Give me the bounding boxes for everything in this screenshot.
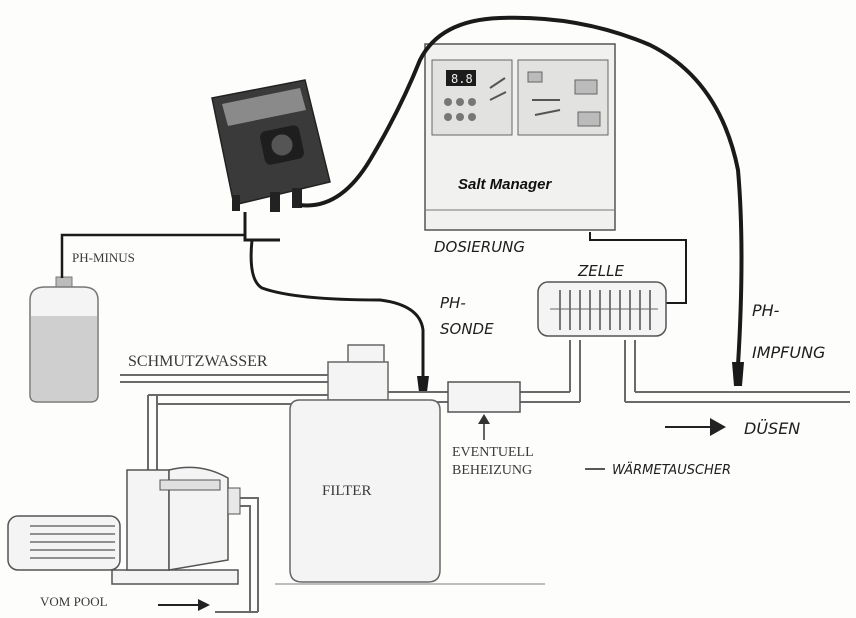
ph-minus-canister xyxy=(29,276,99,403)
beheizung-label: BEHEIZUNG xyxy=(452,463,532,478)
ph-minus-label: PH-MINUS xyxy=(72,250,135,265)
waermetauscher-label: WÄRMETAUSCHER xyxy=(612,462,731,478)
filter-label: FILTER xyxy=(322,483,371,499)
zelle-label: ZELLE xyxy=(577,262,624,280)
vom-pool-label: VOM POOL xyxy=(40,594,108,609)
eventuell-label: EVENTUELL xyxy=(452,445,534,460)
schmutzwasser-label: SCHMUTZWASSER xyxy=(128,353,268,370)
pool-pump xyxy=(7,466,241,585)
display-readout: 8.8 xyxy=(451,72,473,86)
duesen-label: DÜSEN xyxy=(744,419,800,438)
dosing-pump xyxy=(211,79,331,212)
salt-manager-display xyxy=(446,70,476,86)
electrolysis-cell xyxy=(537,281,667,337)
hoses xyxy=(60,15,744,378)
ph-sonde-label-line2: SONDE xyxy=(440,320,494,338)
salt-manager-unit: 8.8 Salt Manager xyxy=(424,43,616,231)
duesen-arrowhead xyxy=(710,418,726,436)
ph-impfung-label-line2: IMPFUNG xyxy=(752,343,825,362)
dosierung-label: DOSIERUNG xyxy=(434,238,525,256)
salt-manager-label: Salt Manager xyxy=(458,176,553,193)
filter-tank: FILTER xyxy=(289,344,441,583)
ph-sonde-label-line1: PH- xyxy=(440,294,466,312)
pipework xyxy=(120,340,850,613)
ph-impfung-label-line1: PH- xyxy=(752,301,780,320)
ph-sonde-probe xyxy=(417,376,429,392)
ph-impfung-injector xyxy=(732,362,744,386)
vom-pool-arrowhead xyxy=(198,599,210,611)
heat-exchanger xyxy=(447,381,521,440)
